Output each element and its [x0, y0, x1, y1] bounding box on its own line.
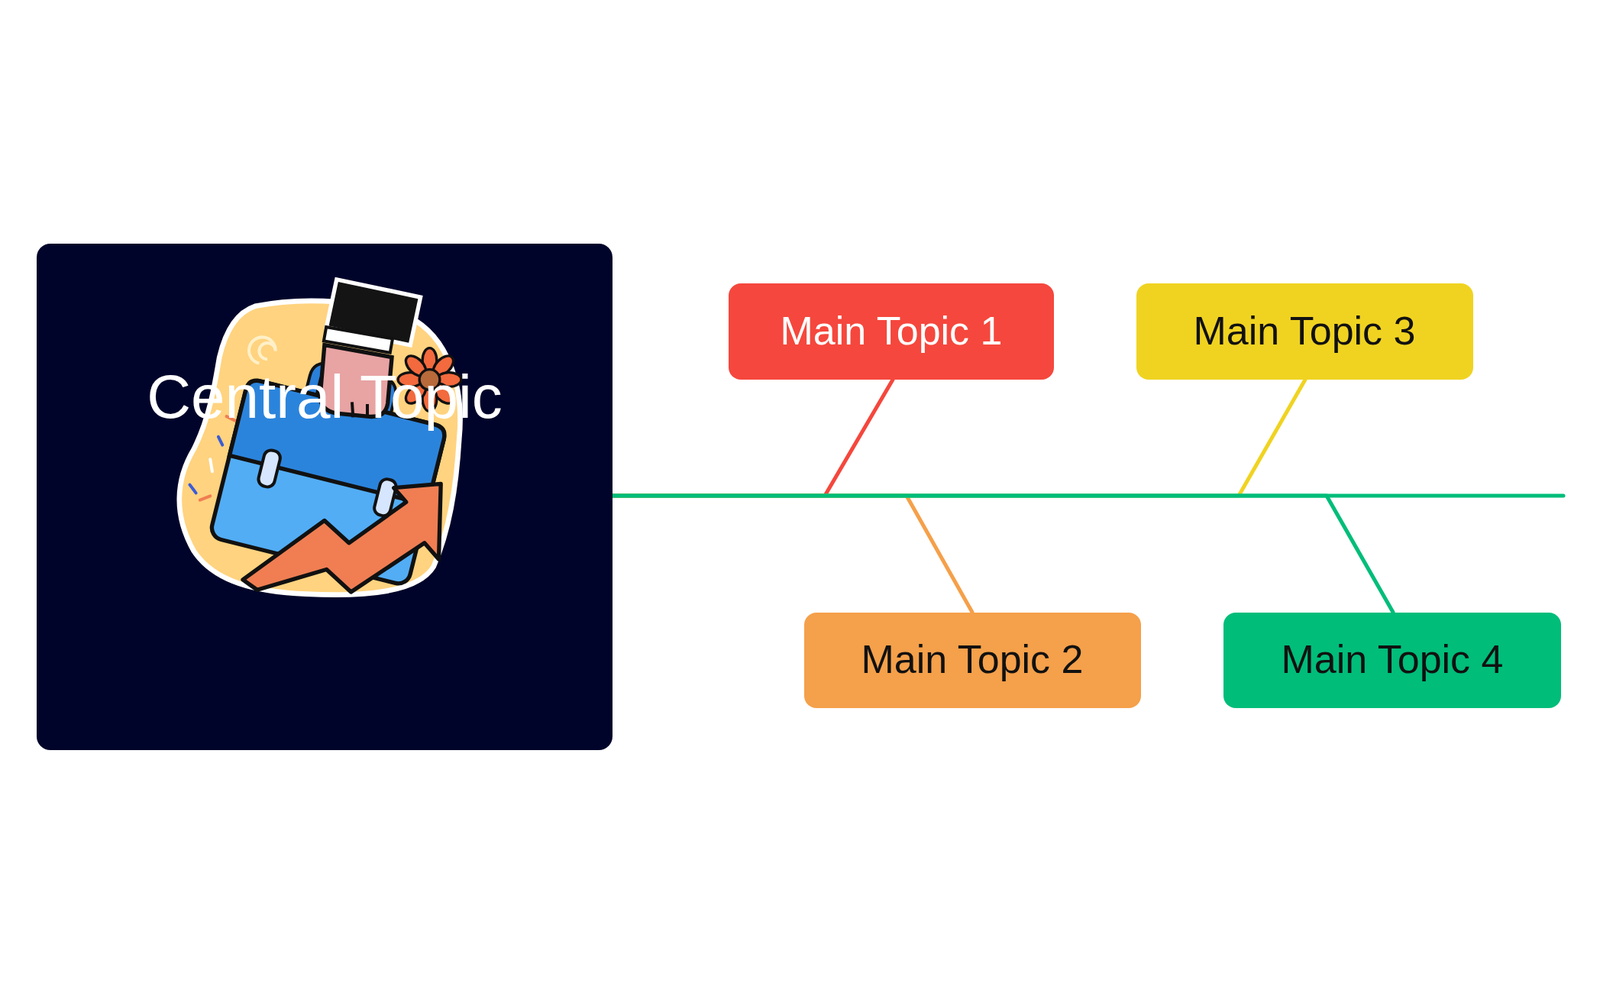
- confetti: [190, 416, 236, 501]
- central-topic-box: Central Topic: [36, 243, 613, 750]
- branch-line: [612, 495, 1394, 613]
- swirl: [248, 336, 276, 363]
- main-topic-label: Main Topic 2: [861, 636, 1084, 683]
- briefcase: [209, 351, 454, 586]
- spine-line: [612, 494, 1564, 498]
- flower: [397, 348, 462, 412]
- main-topic-box: Main Topic 2: [804, 612, 1142, 708]
- hand: [320, 279, 421, 418]
- branch-line: [612, 379, 1306, 496]
- growth-arrow: [242, 483, 441, 592]
- main-topic-box: Main Topic 1: [728, 283, 1054, 380]
- main-topic-label: Main Topic 4: [1281, 636, 1504, 683]
- main-topic-label: Main Topic 1: [780, 308, 1003, 355]
- main-topic-label: Main Topic 3: [1193, 308, 1416, 355]
- main-topic-box: Main Topic 4: [1223, 612, 1562, 708]
- yellow-blob: [179, 300, 461, 595]
- branch-line: [612, 379, 893, 496]
- branch-line: [612, 495, 973, 613]
- central-topic-label: Central Topic: [146, 362, 502, 433]
- main-topic-box: Main Topic 3: [1136, 283, 1474, 380]
